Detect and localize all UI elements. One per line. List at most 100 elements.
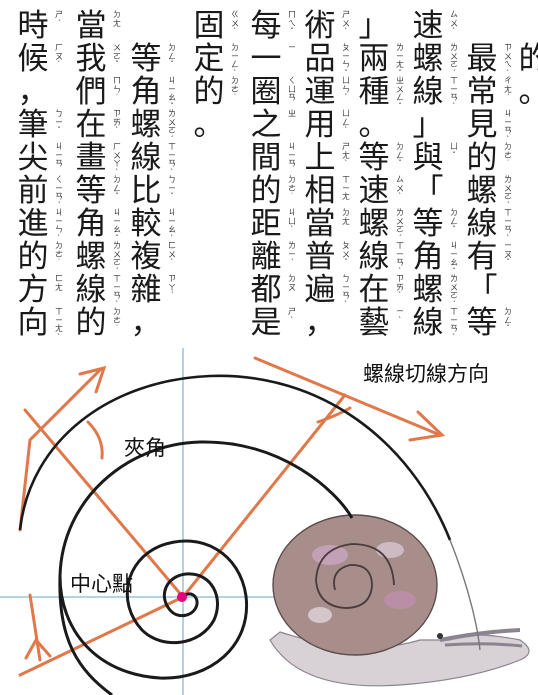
hanzi-character: 距 — [250, 206, 282, 242]
zhuyin-annotation: ㄉ ㄥ ˇ — [396, 142, 404, 168]
character-cell: 定ㄉ ㄧ ㄥ ˋ — [190, 43, 248, 78]
character-cell: 種ㄓ ㄨ ㄥ ˇ — [355, 76, 413, 111]
hanzi-character: 的 — [193, 74, 225, 110]
hanzi-character: 螺 — [358, 206, 390, 242]
character-cell: 」 — [355, 10, 413, 43]
spiral-large-arc-fade — [449, 539, 481, 651]
hanzi-character: 速 — [358, 173, 390, 209]
character-cell: 用ㄩ ㄥ ˋ — [301, 109, 359, 142]
snail-shell-spot — [376, 542, 404, 558]
character-cell: 的ㄉ ㄜ ˙ — [247, 175, 305, 208]
zhuyin-annotation: ㄅ ㄧ ˇ — [55, 109, 63, 135]
hanzi-character: 的 — [75, 305, 107, 341]
hanzi-character: 圈 — [250, 74, 282, 110]
zhuyin-annotation: ㄑ ㄧ ㄢ ˊ — [55, 175, 63, 210]
hanzi-character: 離 — [250, 239, 282, 275]
hanzi-character: 最 — [466, 41, 498, 77]
hanzi-character: 前 — [17, 173, 49, 209]
hanzi-character: 兩 — [358, 41, 390, 77]
spiral-large-arc — [18, 374, 452, 541]
hanzi-character: 在 — [75, 107, 107, 143]
character-cell: 的 — [515, 43, 538, 76]
hanzi-character: 常 — [466, 74, 498, 110]
hanzi-character: 方 — [17, 272, 49, 308]
hanzi-character: 間 — [250, 140, 282, 176]
character-cell: 角ㄐ ㄧ ㄠ ˇ — [409, 239, 467, 276]
hanzi-character: 筆 — [17, 107, 49, 143]
character-cell: 的ㄉ ㄜ ˙ — [190, 76, 248, 109]
character-cell: 兩ㄌ ㄧ ㄤ ˇ — [355, 41, 413, 78]
character-cell: 圈ㄑ ㄩ ㄢ — [247, 76, 305, 109]
character-cell: 固ㄍ ㄨ ˋ — [190, 10, 248, 43]
zhuyin-annotation: ㄉ ㄥ ˇ — [168, 43, 176, 69]
hanzi-character: 螺 — [466, 173, 498, 209]
angle-label: 夾角 — [124, 436, 166, 460]
character-cell: 間ㄐ ㄧ ㄢ — [247, 142, 305, 175]
zhuyin-annotation: ㄗ ㄞ ˋ — [113, 109, 121, 135]
character-cell: 有ㄧ ㄡ ˇ — [463, 241, 521, 274]
character-cell: 比ㄅ ㄧ ˇ — [127, 175, 185, 208]
tangent-line — [28, 593, 42, 662]
zhuyin-annotation: ㄒ ㄧ ㄢ ˋ — [450, 307, 458, 342]
hanzi-character: 線 — [412, 74, 444, 110]
zhuyin-annotation: ㄒ ㄧ ㄢ ˋ — [168, 142, 176, 177]
character-cell: 雜ㄗ ㄚ ˊ — [127, 274, 185, 307]
snail-shell — [272, 514, 438, 656]
zhuyin-annotation: ㄐ ㄧ ㄢ ˋ — [504, 109, 512, 144]
zhuyin-annotation: ㄧ ㄡ ˇ — [504, 241, 512, 267]
angle-arc — [316, 406, 352, 424]
character-cell: 相ㄒ ㄧ ㄤ — [301, 175, 359, 208]
zhuyin-annotation: ㄩ ㄣ ˋ — [342, 76, 350, 102]
hanzi-character: 一 — [250, 41, 282, 77]
character-cell: 是ㄕ ˋ — [247, 307, 305, 340]
character-cell: 螺ㄌ ㄨ ㄛ ˊ — [463, 173, 521, 210]
hanzi-character: 品 — [304, 41, 336, 77]
zhuyin-annotation: ㄉ ㄥ ˇ — [450, 208, 458, 234]
hanzi-character: 每 — [250, 8, 282, 44]
hanzi-character: 與 — [412, 140, 444, 176]
zhuyin-annotation: ㄉ ㄜ ˙ — [504, 142, 512, 168]
hanzi-character: 螺 — [75, 239, 107, 275]
character-cell: 普ㄆ ㄨ ˇ — [301, 241, 359, 274]
hanzi-character: 都 — [250, 272, 282, 308]
character-cell: 與ㄩ ˇ — [409, 142, 467, 175]
zhuyin-annotation: ㄉ ㄜ ˙ — [55, 241, 63, 267]
hanzi-character: 角 — [412, 239, 444, 275]
hanzi-character: 時 — [17, 8, 49, 44]
zhuyin-annotation: ㄑ ㄩ ㄢ — [288, 76, 296, 102]
character-cell: 畫ㄏ ㄨ ㄚ ˋ — [72, 142, 130, 177]
construction-lines — [18, 356, 446, 677]
snail-tentacle — [439, 628, 521, 642]
zhuyin-annotation: ㄇ ㄣ ˙ — [113, 76, 121, 102]
character-cell: 等ㄉ ㄥ ˇ — [355, 142, 413, 175]
hanzi-character: 們 — [75, 74, 107, 110]
zhuyin-annotation: ㄉ ㄥ ˇ — [113, 175, 121, 201]
character-cell: 當ㄉ ㄤ — [301, 208, 359, 241]
character-cell: 常ㄔ ㄤ ˊ — [463, 76, 521, 109]
zhuyin-annotation: ㄌ ㄨ ㄛ ˊ — [396, 208, 404, 243]
hanzi-character: 是 — [250, 305, 282, 341]
hanzi-character: 我 — [75, 41, 107, 77]
character-cell: 角ㄐ ㄧ ㄠ ˇ — [127, 76, 185, 111]
text-column: 的。 — [515, 43, 538, 109]
zhuyin-annotation: ㄌ ㄨ ㄛ ˊ — [168, 109, 176, 144]
hanzi-character: 普 — [304, 239, 336, 275]
character-cell: 遍ㄅ ㄧ ㄢ ˋ — [301, 274, 359, 309]
hanzi-character: 等 — [358, 140, 390, 176]
hanzi-character: 雜 — [130, 272, 162, 308]
tangent-arrowhead — [78, 365, 107, 394]
character-cell: 螺ㄌ ㄨ ㄛ ˊ — [409, 274, 467, 309]
character-cell: 線ㄒ ㄧ ㄢ ˋ — [72, 274, 130, 309]
character-cell: ， — [301, 307, 359, 340]
hanzi-character: 進 — [17, 206, 49, 242]
zhuyin-annotation: ㄕ ㄨ ˋ — [342, 10, 350, 36]
hanzi-character: ， — [130, 305, 162, 341]
hanzi-character: 的 — [466, 140, 498, 176]
character-cell: 角ㄐ ㄧ ㄠ ˇ — [72, 208, 130, 243]
character-cell: 螺ㄌ ㄨ ㄛ ˊ — [127, 109, 185, 144]
character-cell: 。 — [190, 109, 248, 142]
character-cell: 「 — [409, 175, 467, 208]
